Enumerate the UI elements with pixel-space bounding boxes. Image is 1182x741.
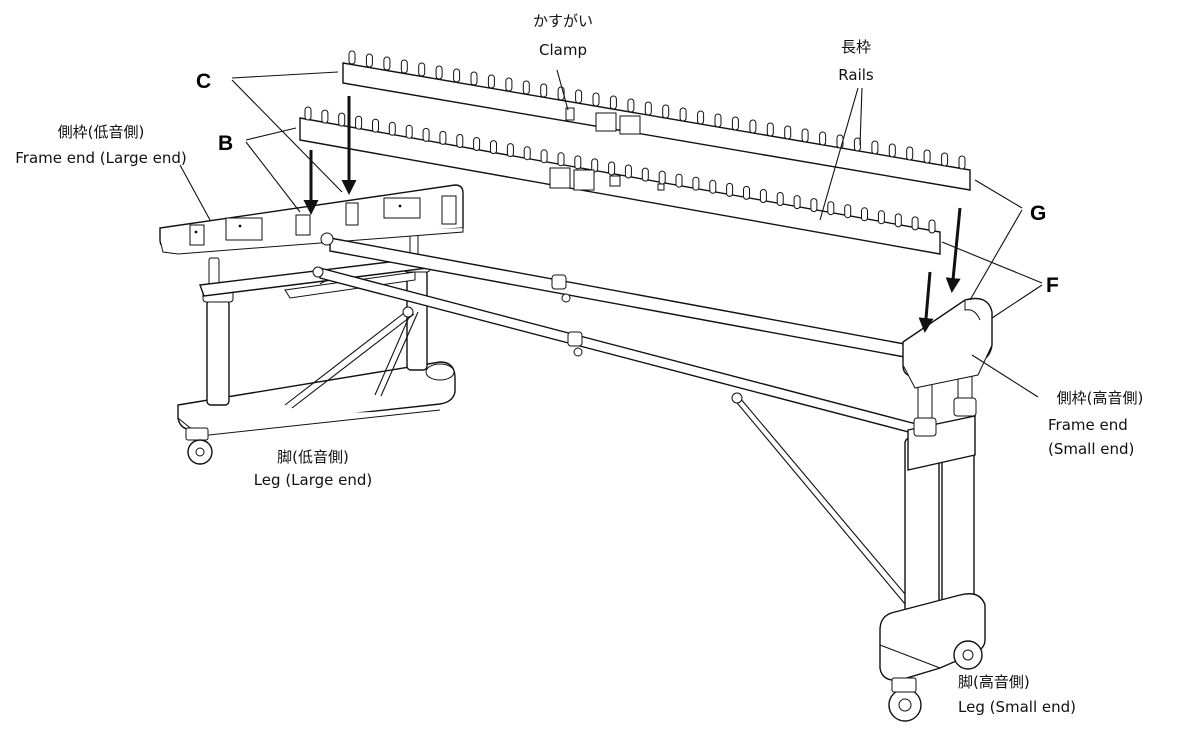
rail-pin — [383, 56, 391, 71]
rail-pin — [557, 152, 565, 167]
rail-pin — [941, 152, 949, 167]
label-frame-small-en-1: Frame end — [1048, 416, 1128, 434]
rail-pin — [574, 155, 582, 170]
label-clamp-jp: かすがい — [533, 12, 593, 30]
letter-f: F — [1046, 274, 1059, 297]
rail-pin — [776, 192, 784, 206]
rail-pin — [575, 89, 583, 104]
rail-pin — [608, 161, 616, 176]
label-frame-large-jp: 側枠(低音側) — [58, 123, 145, 141]
rail-pin — [348, 50, 356, 65]
leader-lines — [179, 69, 1043, 398]
frame-end-large — [159, 184, 464, 255]
rail-pin — [726, 182, 734, 197]
rail-pin — [709, 179, 717, 194]
rail-pin — [453, 68, 461, 83]
rail-pin — [662, 104, 670, 119]
label-leg-small-jp: 脚(高音側) — [958, 673, 1030, 691]
rail-pin — [591, 158, 599, 173]
rail-pin — [473, 137, 481, 151]
rail-pin — [861, 207, 868, 222]
rail-pin — [372, 118, 379, 133]
rail-pin — [749, 119, 757, 134]
label-frame-small-en-2: (Small end) — [1048, 440, 1134, 458]
rail-pin — [540, 83, 548, 98]
rail-pin — [871, 140, 879, 155]
rail-pin — [609, 95, 617, 110]
rail-pin — [355, 115, 363, 130]
rail-pin — [523, 146, 531, 161]
rail-pin — [505, 77, 513, 92]
rail-pin — [679, 107, 687, 122]
rail-pin — [470, 71, 478, 86]
rail-pin — [338, 112, 346, 127]
rail-pin — [801, 128, 809, 143]
rail-pin — [675, 173, 683, 188]
rail-pin — [435, 65, 443, 80]
frame-end-small — [902, 297, 993, 389]
rail-pin — [365, 53, 373, 68]
label-frame-large-en: Frame end (Large end) — [15, 149, 186, 167]
label-frame-small-jp: 側枠(高音側) — [1057, 389, 1144, 407]
rail-pin — [731, 116, 739, 131]
rail-back — [342, 50, 971, 191]
rail-pin — [810, 198, 818, 213]
rail-pin — [888, 143, 896, 158]
rail-pin — [928, 219, 936, 234]
rail-pin — [911, 216, 919, 231]
rail-pin — [958, 155, 966, 170]
letter-c: C — [196, 70, 211, 93]
cross-rods — [312, 232, 921, 605]
insert-arrows — [303, 96, 962, 333]
rail-pin — [506, 143, 514, 158]
label-clamp-en: Clamp — [539, 41, 587, 59]
rail-pin — [321, 109, 329, 124]
rail-pin — [819, 131, 827, 146]
rail-pin — [487, 74, 495, 89]
rail-pin — [793, 195, 801, 210]
label-leg-large-en: Leg (Large end) — [254, 471, 373, 489]
label-leg-large-jp: 脚(低音側) — [277, 448, 349, 466]
rail-pin — [400, 59, 408, 74]
rail-pin — [877, 210, 885, 225]
rail-pin — [784, 125, 792, 140]
rail-pin — [827, 201, 835, 216]
leg-small-end — [879, 369, 986, 722]
rail-pin — [490, 140, 497, 155]
letter-b: B — [218, 132, 233, 155]
rail-pin — [624, 164, 632, 179]
rail-pin — [418, 62, 426, 77]
label-rails-jp: 長枠 — [841, 38, 871, 56]
rail-pin — [388, 121, 396, 136]
rail-pin — [894, 213, 902, 228]
rail-pin — [456, 134, 464, 148]
letter-g: G — [1030, 202, 1046, 225]
rail-pin — [627, 98, 635, 113]
rail-pin — [592, 92, 600, 107]
rail-pin — [522, 80, 530, 95]
label-leg-small-en: Leg (Small end) — [958, 698, 1076, 716]
rail-pin — [692, 176, 700, 191]
rail-pin — [923, 149, 931, 164]
rail-pin — [759, 189, 767, 203]
rail-pin — [422, 127, 430, 142]
rail-pin — [439, 130, 447, 145]
rail-pin — [644, 101, 652, 116]
rail-pin — [714, 113, 722, 128]
rail-pin — [304, 106, 312, 121]
label-rails-en: Rails — [838, 66, 874, 84]
rail-pin — [540, 149, 548, 164]
rail-pin — [743, 185, 750, 200]
rail-front — [299, 106, 941, 255]
rail-pin — [697, 110, 705, 125]
rail-pin — [658, 170, 666, 185]
rail-pin — [766, 122, 774, 137]
rail-pin — [844, 204, 852, 219]
rail-pin — [906, 146, 914, 161]
rail-pin — [405, 124, 413, 139]
rail-pin — [641, 167, 649, 182]
